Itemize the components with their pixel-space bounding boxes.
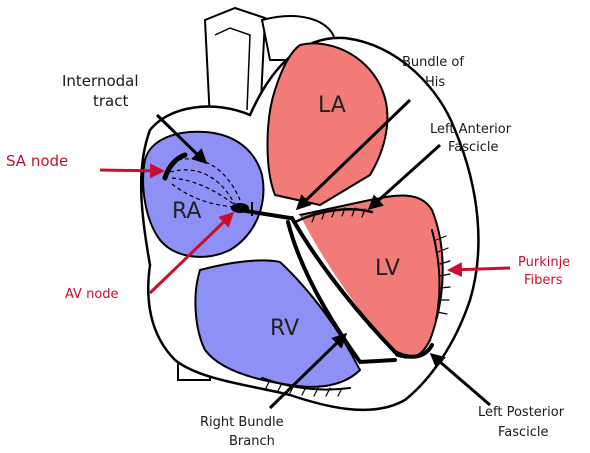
bundle-his-label-line2: His (425, 75, 445, 90)
internodal-label-line1: Internodal (62, 72, 139, 90)
left-anterior-label-line1: Left Anterior (430, 122, 512, 137)
internodal-label-line2: tract (93, 92, 128, 110)
left-posterior-label-line1: Left Posterior (478, 405, 565, 420)
sa-node-arrow (100, 170, 162, 171)
av-node (231, 203, 249, 213)
right-bundle-label-line2: Branch (229, 434, 275, 449)
la-label: LA (318, 93, 346, 118)
rv-label: RV (270, 316, 299, 341)
purkinje-arrow (450, 268, 510, 270)
ra-label: RA (172, 199, 201, 224)
left-posterior-label-line2: Fascicle (498, 425, 549, 440)
purkinje-label-line1: Purkinje (518, 255, 570, 270)
purkinje-label-line2: Fibers (524, 273, 563, 288)
right-bundle-label-line1: Right Bundle (200, 415, 284, 430)
right-atrium (143, 132, 263, 257)
bundle-his-label-line1: Bundle of (402, 55, 464, 70)
left-anterior-label-line2: Fascicle (448, 140, 499, 155)
sa-node-label: SA node (6, 152, 68, 170)
lv-label: LV (375, 256, 400, 281)
av-node-label: AV node (65, 287, 119, 302)
left-posterior-arrow (432, 355, 490, 405)
